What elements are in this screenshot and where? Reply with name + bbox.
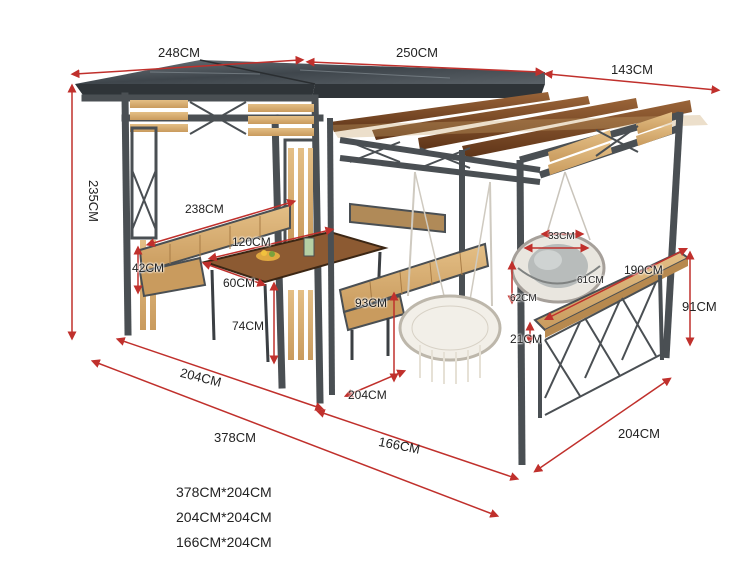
dim-top-left-width: 248CM xyxy=(158,45,200,60)
dim-swing-chair-depth: 204CM xyxy=(348,388,387,402)
dim-right-section-depth: 204CM xyxy=(618,426,660,441)
dim-bar-counter-length: 190CM xyxy=(624,263,663,277)
dim-bench-seat-height: 42CM xyxy=(132,261,165,275)
size-option: 204CM*204CM xyxy=(176,509,272,525)
middle-bench xyxy=(338,202,490,360)
roof-panel xyxy=(75,59,545,98)
pergola-beams xyxy=(330,92,708,158)
dim-table-height: 74CM xyxy=(232,319,265,333)
dimension-lines xyxy=(67,55,721,518)
right-top-slats xyxy=(548,112,672,175)
dim-table-width: 60CM xyxy=(223,276,256,290)
dim-overall-length: 378CM xyxy=(214,430,256,445)
size-option: 166CM*204CM xyxy=(176,534,272,550)
dim-bench-length: 238CM xyxy=(185,202,224,216)
dim-bar-counter-depth: 21CM xyxy=(510,332,543,346)
size-option: 378CM*204CM xyxy=(176,484,272,500)
middle-lattice xyxy=(349,141,471,169)
left-back-slats xyxy=(130,100,317,360)
dim-egg-chair-width: 61CM xyxy=(577,275,604,286)
dim-top-right-depth: 143CM xyxy=(611,62,653,77)
rope-swing xyxy=(398,171,502,384)
dim-overall-height: 235CM xyxy=(86,180,101,222)
dim-top-middle-width: 250CM xyxy=(396,45,438,60)
dim-egg-chair-depth: 62CM xyxy=(510,293,537,304)
dim-table-length: 120CM xyxy=(232,235,271,249)
size-options-list: 378CM*204CM 204CM*204CM 166CM*204CM xyxy=(176,480,272,555)
dim-egg-chair-inner: 33CM xyxy=(548,231,575,242)
dim-swing-chair-height: 93CM xyxy=(355,296,388,310)
dim-bar-counter-height: 91CM xyxy=(682,299,717,314)
